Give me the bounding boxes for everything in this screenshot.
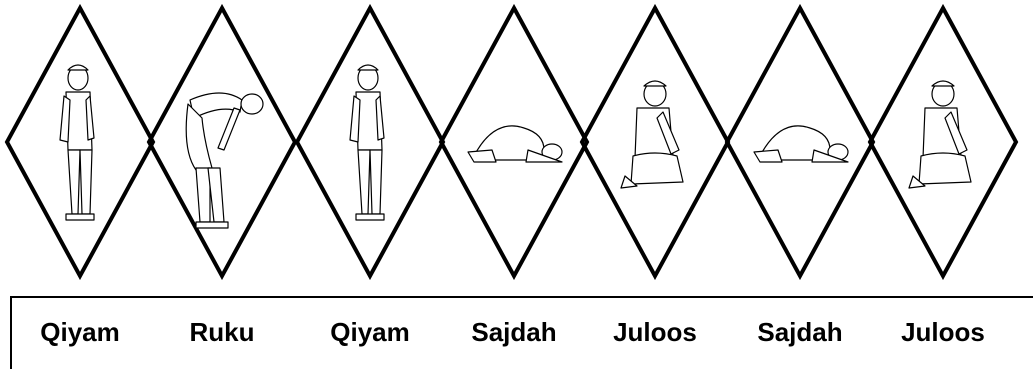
pose-diamond-7	[870, 8, 1016, 276]
bowing-figure-icon	[186, 93, 263, 228]
pose-diamond-1	[7, 8, 153, 276]
pose-label-2: Ruku	[148, 317, 296, 347]
pose-diamond-2	[149, 8, 295, 276]
pose-diamond-5	[582, 8, 728, 276]
standing-figure-icon	[350, 65, 384, 220]
pose-label-4: Sajdah	[440, 317, 588, 347]
pose-label-5: Juloos	[581, 317, 729, 347]
diamond-row	[7, 8, 1016, 276]
pose-label-3: Qiyam	[296, 317, 444, 347]
prostrating-figure-icon	[468, 126, 562, 162]
prostrating-figure-icon	[754, 126, 848, 162]
pose-label-6: Sajdah	[726, 317, 874, 347]
sitting-figure-icon	[909, 81, 971, 188]
standing-figure-icon	[60, 65, 94, 220]
pose-label-7: Juloos	[869, 317, 1017, 347]
pose-diamond-6	[727, 8, 873, 276]
pose-diamond-3	[297, 8, 443, 276]
pose-diamond-4	[441, 8, 587, 276]
pose-label-1: Qiyam	[6, 317, 154, 347]
sitting-figure-icon	[621, 81, 683, 188]
